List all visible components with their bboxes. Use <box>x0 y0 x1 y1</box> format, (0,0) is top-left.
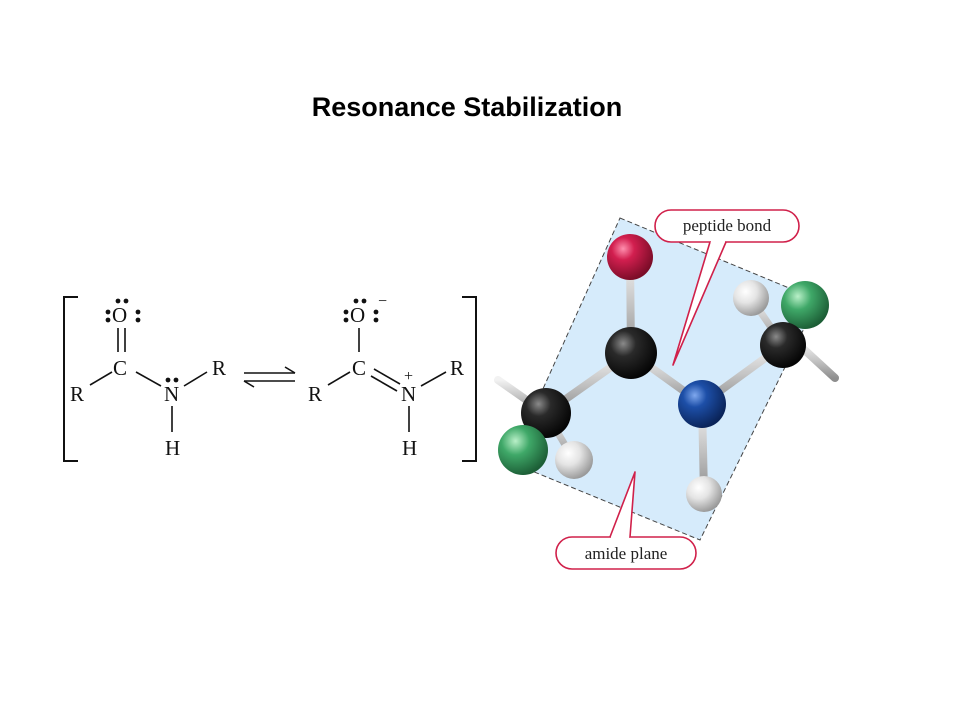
nitrogen-atom <box>678 380 726 428</box>
hydrogen-atom-top <box>733 280 769 316</box>
nitrogen-label-left: N <box>164 382 179 406</box>
oxygen-negative-charge: − <box>378 293 387 310</box>
carbon-label-right: C <box>352 356 366 380</box>
peptide-bond-callout: peptide bond <box>654 209 800 366</box>
nitrogen-positive-charge: + <box>404 368 413 385</box>
resonance-bracket-group <box>63 296 477 462</box>
hydrogen-atom-n <box>686 476 722 512</box>
r-group-right-2: R <box>450 356 464 380</box>
carbonyl-carbon-atom <box>605 327 657 379</box>
r-group-left-2: R <box>212 356 226 380</box>
r-group-atom-left <box>498 425 548 475</box>
structure-right: O − C R N + R H <box>308 293 464 460</box>
alpha-carbon-atom <box>521 388 571 438</box>
oxygen-label-left: O <box>112 303 127 327</box>
amide-plane-callout: amide plane <box>555 471 697 570</box>
resonance-arrow <box>243 366 296 388</box>
oxygen-label-right: O <box>350 303 365 327</box>
hydrogen-atom-left <box>555 441 593 479</box>
r-group-left-1: R <box>70 382 84 406</box>
hydrogen-label-left: H <box>165 436 180 460</box>
hydrogen-label-right: H <box>402 436 417 460</box>
nitrogen-label-right: N <box>401 382 416 406</box>
amide-plane-model: peptide bond amide plane <box>494 209 839 570</box>
peptide-bond-label: peptide bond <box>683 216 772 235</box>
right-bracket <box>462 296 477 462</box>
carbon-label-left: C <box>113 356 127 380</box>
carbon-atom-right <box>760 322 806 368</box>
r-group-atom-right <box>781 281 829 329</box>
oxygen-atom <box>607 234 653 280</box>
r-group-right-1: R <box>308 382 322 406</box>
amide-plane-label: amide plane <box>585 544 668 563</box>
left-bracket <box>63 296 78 462</box>
slide-title: Resonance Stabilization <box>311 92 623 122</box>
structure-left: O C R N R H <box>70 298 226 460</box>
